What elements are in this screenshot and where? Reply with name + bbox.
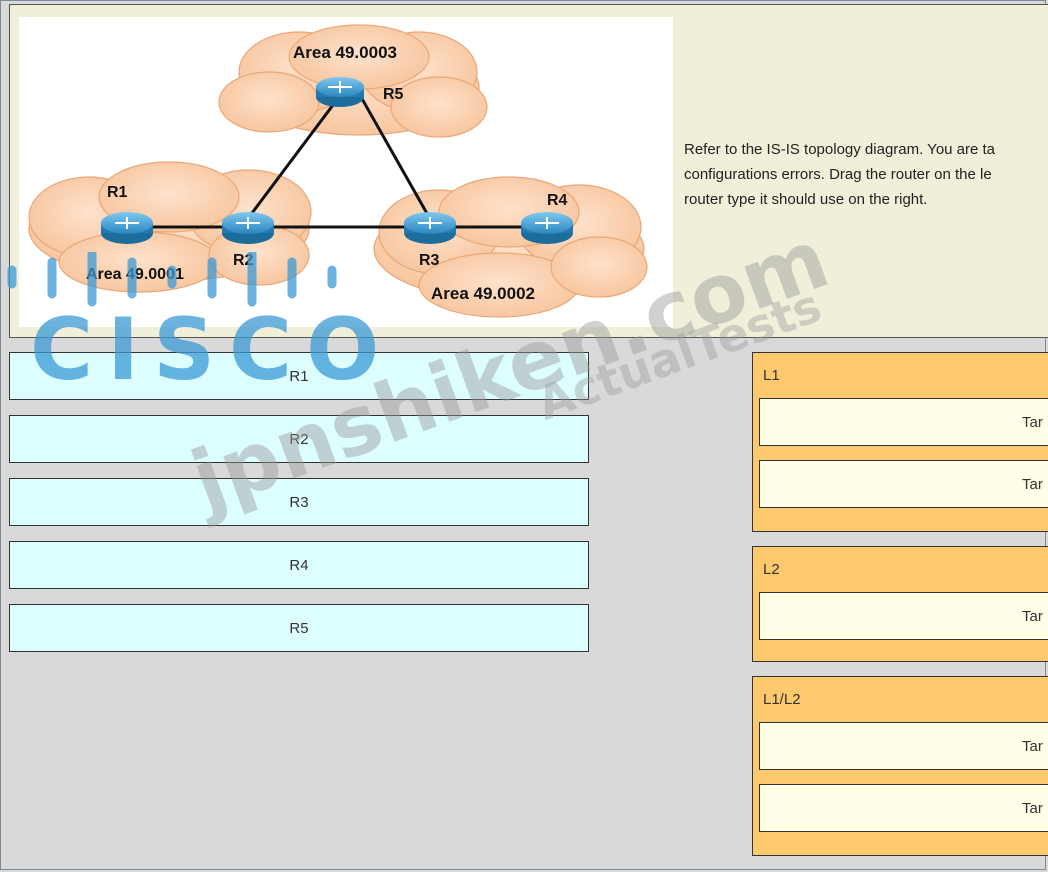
router-label-r1: R1	[107, 184, 128, 201]
target-group-label: L2	[763, 561, 780, 578]
drop-target-slot[interactable]: Tar	[759, 722, 1048, 770]
target-group-label: L1/L2	[763, 691, 801, 708]
target-slot-label: Tar	[1022, 476, 1043, 493]
router-label-r3: R3	[419, 252, 440, 269]
instruction-line-3: router type it should use on the right.	[684, 191, 928, 208]
router-r1-icon	[101, 212, 153, 244]
router-r2-icon	[222, 212, 274, 244]
router-r5-icon	[316, 77, 364, 107]
router-label-r5: R5	[383, 86, 404, 103]
router-label-r4: R4	[547, 192, 568, 209]
drop-target-slot[interactable]: Tar	[759, 784, 1048, 832]
drag-item-r5[interactable]: R5	[9, 604, 589, 652]
instruction-line-2: configurations errors. Drag the router o…	[684, 166, 992, 183]
instruction-line-1: Refer to the IS-IS topology diagram. You…	[684, 141, 996, 158]
target-group-l2: L2 Tar	[752, 546, 1048, 662]
target-slot-label: Tar	[1022, 414, 1043, 431]
target-slot-label: Tar	[1022, 800, 1043, 817]
drag-item-r1[interactable]: R1	[9, 352, 589, 400]
target-slot-label: Tar	[1022, 608, 1043, 625]
question-panel: Area 49.0003 R5 R1 R2 R3 R4 Area 49.0001…	[9, 4, 1048, 338]
area-label-left: Area 49.0001	[86, 266, 184, 283]
target-group-l1-l2: L1/L2 Tar Tar	[752, 676, 1048, 856]
area-cloud-top	[218, 24, 488, 138]
router-r4-icon	[521, 212, 573, 244]
topology-diagram: Area 49.0003 R5 R1 R2 R3 R4 Area 49.0001…	[19, 17, 673, 327]
area-label-top: Area 49.0003	[293, 43, 397, 62]
drop-target-slot[interactable]: Tar	[759, 592, 1048, 640]
router-r3-icon	[404, 212, 456, 244]
drop-target-slot[interactable]: Tar	[759, 398, 1048, 446]
drop-target-slot[interactable]: Tar	[759, 460, 1048, 508]
drag-item-r4[interactable]: R4	[9, 541, 589, 589]
drag-item-r2[interactable]: R2	[9, 415, 589, 463]
target-group-l1: L1 Tar Tar	[752, 352, 1048, 532]
question-instructions: Refer to the IS-IS topology diagram. You…	[684, 137, 1048, 217]
drag-item-r3[interactable]: R3	[9, 478, 589, 526]
target-group-label: L1	[763, 367, 780, 384]
target-slot-label: Tar	[1022, 738, 1043, 755]
router-label-r2: R2	[233, 252, 254, 269]
area-label-right: Area 49.0002	[431, 284, 535, 303]
